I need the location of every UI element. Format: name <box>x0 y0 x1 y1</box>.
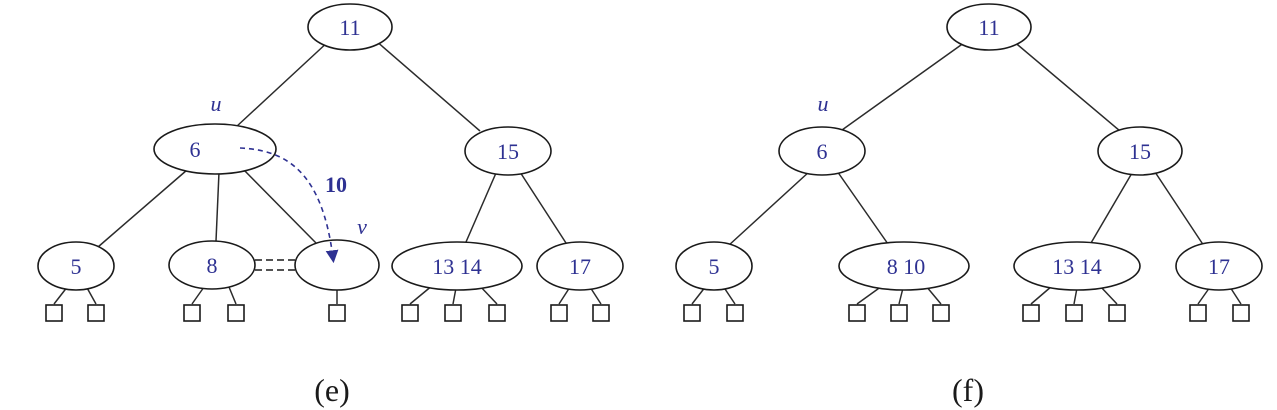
node-8-e-key: 8 <box>207 253 218 278</box>
node-13-14-f <box>1013 241 1141 291</box>
edges-e <box>53 39 602 305</box>
move-arrow <box>239 147 339 264</box>
leaf-box <box>1065 304 1083 322</box>
node-v-e <box>294 239 380 291</box>
node-5-e <box>37 241 115 291</box>
node-u-f-key: 6 <box>817 139 828 164</box>
node-right-f <box>1097 126 1183 176</box>
diagram-e: 11 6 15 5 8 13 14 17 u v 10 <box>37 3 624 408</box>
leaf-box <box>848 304 866 322</box>
leaf-box <box>444 304 462 322</box>
node-u-f <box>778 126 866 176</box>
leaf-box <box>87 304 105 322</box>
leaf-box <box>1189 304 1207 322</box>
node-root-f <box>946 3 1032 51</box>
node-17-f-key: 17 <box>1208 254 1230 279</box>
caption-f: (f) <box>952 372 984 408</box>
leaf-box <box>550 304 568 322</box>
node-8-10-f <box>838 241 970 291</box>
leaf-box <box>726 304 744 322</box>
node-17-e-key: 17 <box>569 254 591 279</box>
node-root-e <box>307 3 393 51</box>
leaves-f <box>683 304 1250 322</box>
node-5-f-key: 5 <box>709 254 720 279</box>
leaf-box <box>183 304 201 322</box>
leaf-box <box>1108 304 1126 322</box>
node-17-e <box>536 241 624 291</box>
node-13-14-e <box>391 241 523 291</box>
node-u-e-key: 6 <box>190 137 201 162</box>
leaf-box <box>592 304 610 322</box>
leaf-box <box>45 304 63 322</box>
node-u-e <box>153 123 277 175</box>
caption-e: (e) <box>314 372 350 408</box>
label-v-e: v <box>357 214 367 239</box>
leaf-box <box>328 304 346 322</box>
label-moved-key: 10 <box>325 172 347 197</box>
node-5-e-key: 5 <box>71 254 82 279</box>
node-8-10-f-keys: 8 10 <box>887 254 926 279</box>
node-17-f <box>1175 241 1263 291</box>
node-8-e <box>168 240 256 290</box>
node-root-e-key: 11 <box>339 15 360 40</box>
leaf-box <box>401 304 419 322</box>
node-13-14-f-keys: 13 14 <box>1052 254 1102 279</box>
node-13-14-e-keys: 13 14 <box>432 254 482 279</box>
leaf-box <box>1022 304 1040 322</box>
label-u-f: u <box>818 91 829 116</box>
node-root-f-key: 11 <box>978 15 999 40</box>
leaf-box <box>890 304 908 322</box>
leaf-box <box>932 304 950 322</box>
label-u-e: u <box>211 91 222 116</box>
leaf-box <box>488 304 506 322</box>
leaf-box <box>1232 304 1250 322</box>
node-5-f <box>675 241 753 291</box>
leaf-box <box>683 304 701 322</box>
leaf-box <box>227 304 245 322</box>
node-right-e-key: 15 <box>497 139 519 164</box>
node-right-f-key: 15 <box>1129 139 1151 164</box>
leaves-e <box>45 304 610 322</box>
diagram-f: 11 6 15 5 8 10 13 14 17 u (f) <box>675 3 1263 408</box>
node-right-e <box>464 126 552 176</box>
edges-f <box>691 39 1242 305</box>
